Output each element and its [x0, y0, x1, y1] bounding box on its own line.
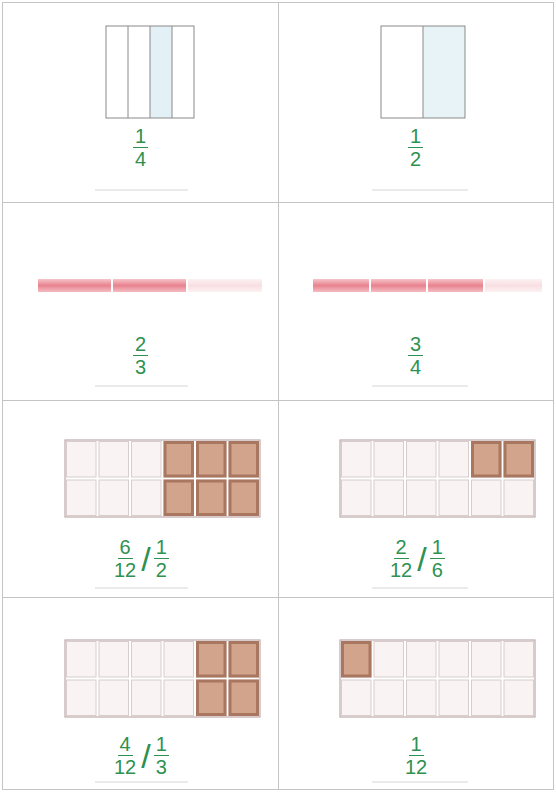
- paper-halves: [381, 26, 465, 118]
- numerator: 3: [408, 334, 423, 356]
- chocolate-bar: [340, 640, 535, 717]
- denominator: 2: [408, 148, 423, 170]
- ribbon-quarters: [313, 279, 542, 292]
- numerator: 2: [394, 537, 409, 559]
- denominator: 4: [408, 356, 423, 378]
- fraction-card: 34: [278, 202, 554, 401]
- fraction-label: 34: [408, 334, 423, 378]
- chocolate-bar: [65, 640, 260, 717]
- fraction-card: 112: [278, 597, 554, 790]
- numerator: 1: [409, 734, 424, 756]
- fraction-card: 212/16: [278, 400, 554, 598]
- fraction: 12: [154, 537, 169, 581]
- separator: /: [141, 739, 150, 773]
- paper-quarters: [106, 26, 194, 118]
- denominator: 12: [388, 559, 414, 581]
- fraction-card: 23: [2, 202, 279, 401]
- fraction: 612: [112, 537, 138, 581]
- numerator: 6: [118, 537, 133, 559]
- fraction-card: 14: [2, 2, 279, 203]
- denominator: 12: [112, 756, 138, 778]
- denominator: 3: [133, 356, 148, 378]
- fraction-card: 612/12: [2, 400, 279, 598]
- numerator: 1: [154, 734, 169, 756]
- fraction: 212: [388, 537, 414, 581]
- fraction-label: 112: [403, 734, 429, 778]
- chocolate-bar: [65, 440, 260, 517]
- fraction-label: 412/13: [112, 734, 169, 778]
- writing-line: [95, 190, 468, 782]
- chocolate-bar: [340, 440, 535, 517]
- denominator: 12: [403, 756, 429, 778]
- fraction: 12: [408, 126, 423, 170]
- fraction-card: 412/13: [2, 597, 279, 790]
- fraction: 14: [133, 126, 148, 170]
- fraction-label: 212/16: [388, 537, 445, 581]
- numerator: 1: [154, 537, 169, 559]
- denominator: 12: [112, 559, 138, 581]
- numerator: 1: [408, 126, 423, 148]
- denominator: 2: [154, 559, 169, 581]
- fraction: 13: [154, 734, 169, 778]
- fraction: 16: [430, 537, 445, 581]
- ribbon-thirds: [38, 279, 262, 292]
- denominator: 6: [430, 559, 445, 581]
- fraction-label: 23: [133, 334, 148, 378]
- numerator: 4: [118, 734, 133, 756]
- fraction-card: 12: [278, 2, 554, 203]
- fraction: 412: [112, 734, 138, 778]
- denominator: 3: [154, 756, 169, 778]
- denominator: 4: [133, 148, 148, 170]
- fraction: 23: [133, 334, 148, 378]
- separator: /: [417, 542, 426, 576]
- numerator: 1: [133, 126, 148, 148]
- fraction-label: 612/12: [112, 537, 169, 581]
- fraction-label: 14: [133, 126, 148, 170]
- numerator: 2: [133, 334, 148, 356]
- fraction-label: 12: [408, 126, 423, 170]
- numerator: 1: [430, 537, 445, 559]
- fraction: 112: [403, 734, 429, 778]
- separator: /: [141, 542, 150, 576]
- fraction: 34: [408, 334, 423, 378]
